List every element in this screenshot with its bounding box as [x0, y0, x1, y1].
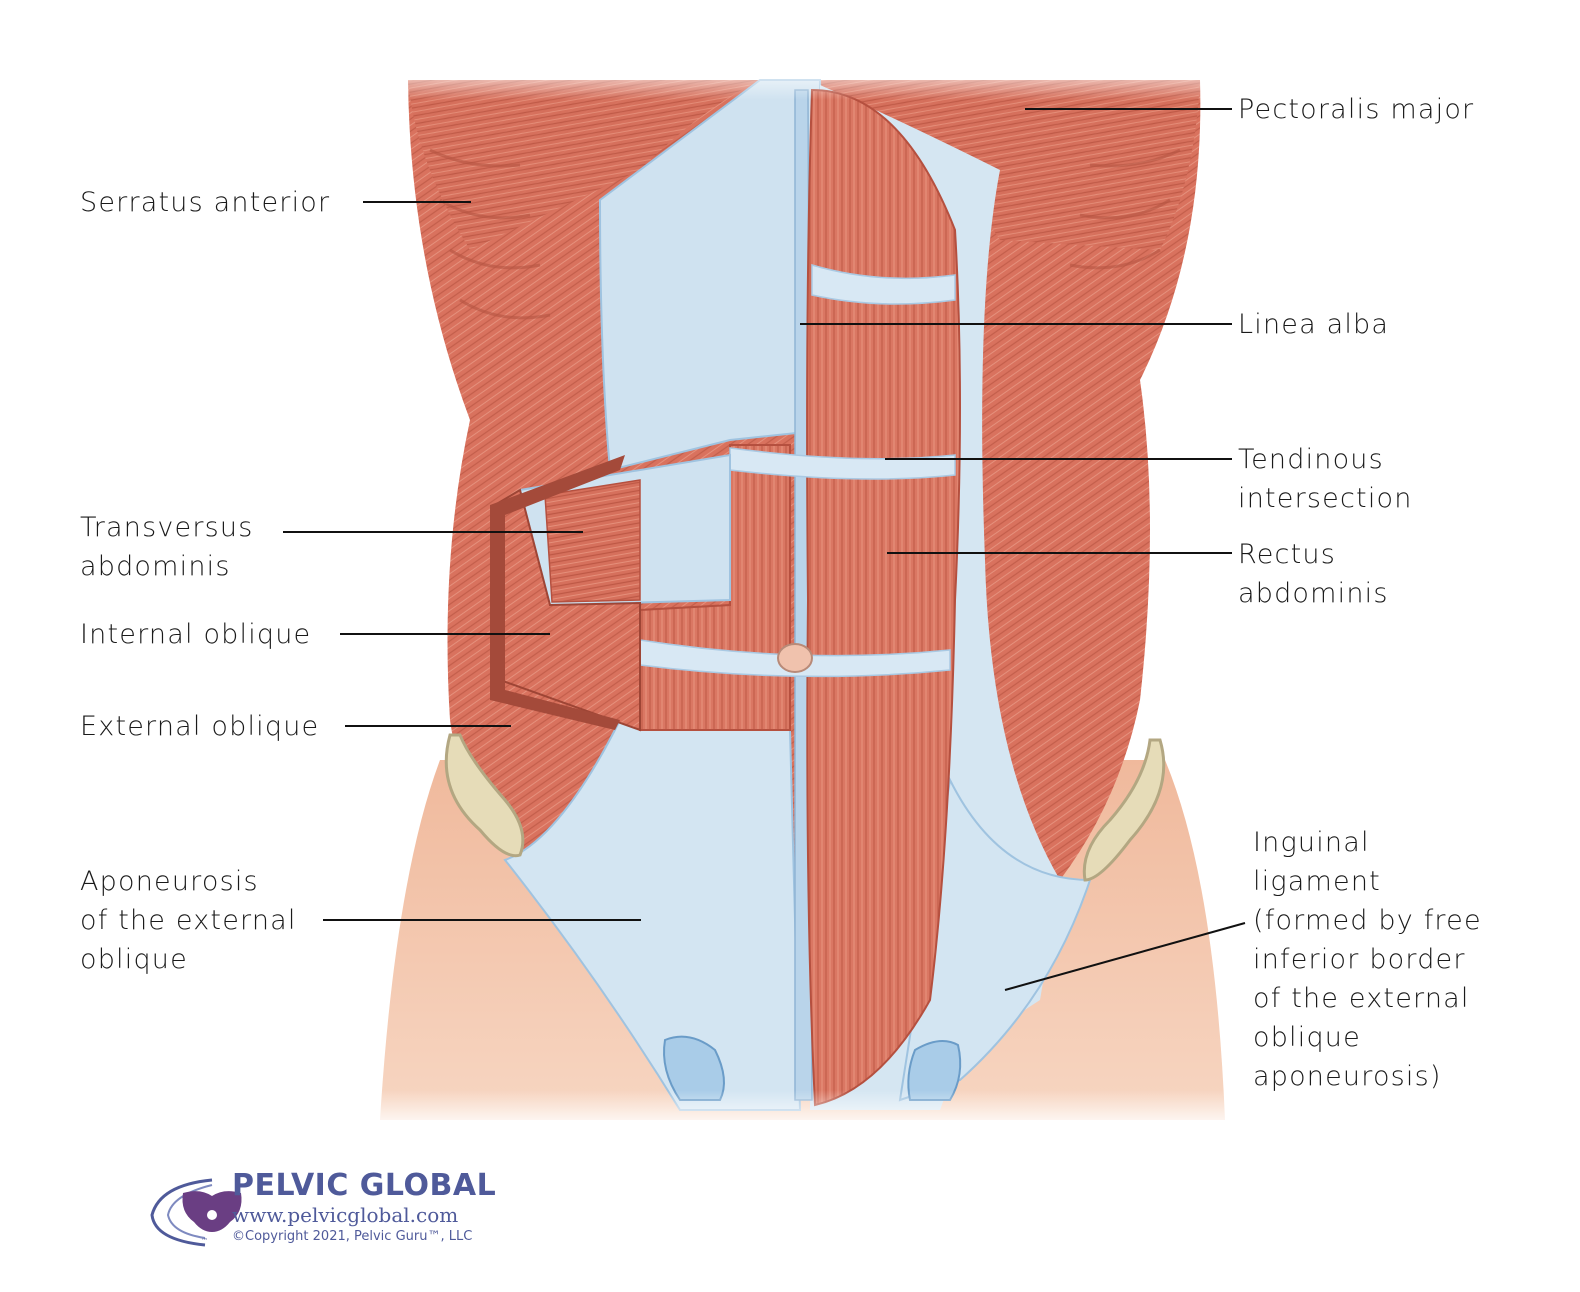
pectoralis-major-left: [408, 80, 760, 250]
iliac-crest-right: [1082, 738, 1166, 882]
label-inguinal-ligament: Inguinal ligament (formed by free inferi…: [1253, 827, 1482, 1092]
umbilicus: [777, 643, 813, 673]
bottom-fade: [360, 1090, 1240, 1130]
label-rectus-abdominis: Rectus abdominis: [1238, 539, 1389, 609]
external-oblique-cut-edge: [490, 455, 625, 730]
logo-title: PELVIC GLOBAL: [232, 1168, 497, 1203]
serratus-anterior-muscle: [429, 148, 1181, 320]
aponeurosis-right: [898, 776, 1092, 1102]
leader-inguinal-ligament: [1004, 922, 1246, 991]
leader-lines: [283, 108, 1246, 991]
rectus-abdominis-muscle: [806, 88, 961, 1107]
anterior-rectus-sheath: [598, 79, 827, 472]
pubic-left: [663, 1035, 725, 1101]
label-linea-alba: Linea alba: [1238, 309, 1390, 340]
label-external-oblique: External oblique: [80, 711, 320, 742]
label-tendinous-intersection: Tendinous intersection: [1238, 444, 1413, 514]
label-internal-oblique: Internal oblique: [80, 619, 312, 650]
label-aponeurosis: Aponeurosis of the external oblique: [80, 866, 297, 975]
pelvic-global-logo-icon: [150, 1178, 242, 1247]
iliac-crest-left: [444, 733, 525, 858]
label-serratus-anterior: Serratus anterior: [80, 187, 331, 218]
label-pectoralis-major: Pectoralis major: [1238, 94, 1475, 125]
logo-copyright: ©Copyright 2021, Pelvic Guru™, LLC: [232, 1229, 473, 1244]
logo-url[interactable]: www.pelvicglobal.com: [232, 1203, 459, 1227]
top-fade: [380, 60, 1230, 100]
pectoralis-major-muscle: [820, 80, 1200, 250]
transversus-abdominis-muscle: [544, 479, 641, 603]
logo-tm: ™: [201, 1237, 208, 1245]
pubic-right: [907, 1040, 962, 1101]
label-transversus-abdominis: Transversus abdominis: [80, 512, 254, 582]
